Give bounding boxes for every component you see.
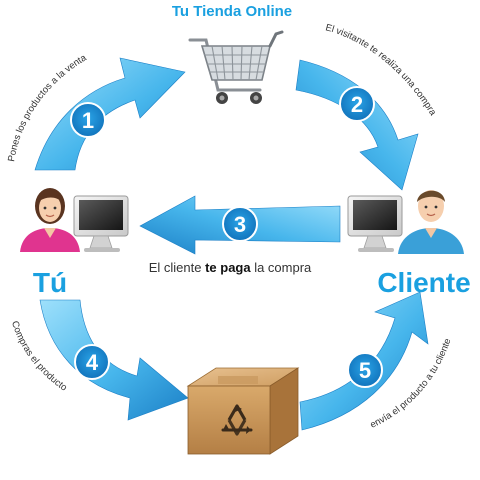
computer-monitor-icon-client: [347, 195, 403, 252]
step-5-arrow: 5: [299, 291, 429, 431]
role-label-you: Tú: [33, 267, 67, 298]
step-3-label: El cliente te paga la compra: [149, 260, 312, 275]
step-1-number: 1: [82, 108, 94, 133]
cardboard-box-icon: [186, 367, 300, 455]
role-label-client: Cliente: [377, 267, 470, 298]
shopping-cart-icon: [188, 30, 284, 104]
page-title: Tu Tienda Online: [172, 3, 292, 20]
step-3-arrow: 3: [139, 195, 341, 255]
step-4-badge: [74, 344, 110, 380]
step-5-badge: [347, 352, 383, 388]
step-2-arrow: 2: [295, 59, 419, 191]
step-5-number: 5: [359, 358, 371, 383]
computer-monitor-icon: [73, 195, 129, 252]
person-male-icon: [398, 190, 464, 254]
step-4-arrow: 4: [39, 299, 189, 421]
recycle-icon: [221, 404, 253, 436]
step-3-number: 3: [234, 212, 246, 237]
step-1-badge: [70, 102, 106, 138]
step-3-label-bold: te paga: [205, 260, 251, 275]
step-2-badge: [339, 86, 375, 122]
step-1-arrow: 1: [34, 57, 186, 171]
person-female-icon: [20, 188, 80, 252]
step-4-number: 4: [86, 350, 99, 375]
step-3-label-before: El cliente: [149, 260, 205, 275]
step-2-number: 2: [351, 92, 363, 117]
step-3-label-after: la compra: [251, 260, 312, 275]
step-3-badge: [222, 206, 258, 242]
